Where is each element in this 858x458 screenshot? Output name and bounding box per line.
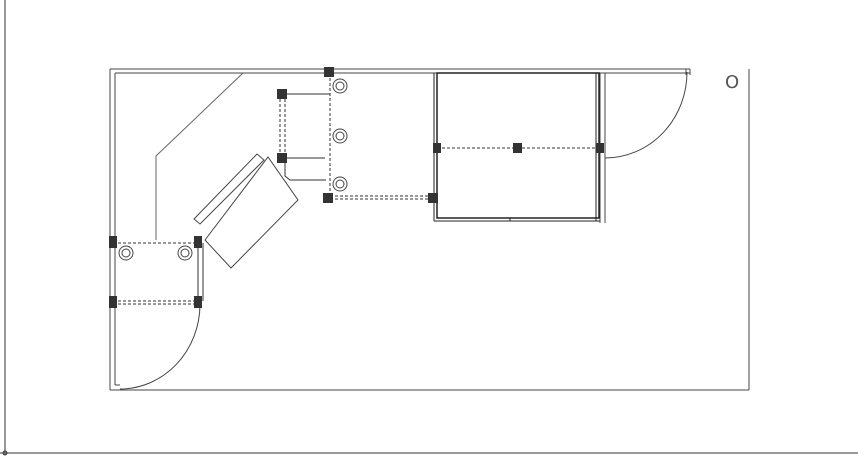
angled-counter-main	[204, 156, 299, 269]
connector-node-icon	[513, 143, 522, 153]
outlet-icon	[332, 176, 348, 192]
left-door	[119, 300, 201, 390]
connector-node-icon	[194, 296, 202, 308]
connector-node-icon	[323, 193, 333, 203]
connection-lines	[113, 73, 600, 305]
right-door-swing-icon	[604, 71, 688, 159]
outlets	[118, 78, 348, 261]
outlet-icon	[118, 245, 134, 261]
connector-node-icon	[194, 236, 202, 248]
connector-node-icon	[596, 143, 604, 153]
connector-node-icon	[428, 193, 438, 203]
outlet-icon	[332, 78, 348, 94]
wire-lower	[284, 160, 326, 181]
origin-marker	[2, 450, 8, 456]
outlet-icon	[177, 245, 193, 261]
outer-walls	[109, 68, 750, 391]
connector-nodes	[109, 67, 604, 308]
outlet-icon	[332, 128, 348, 144]
angled-counter-strip	[193, 153, 265, 225]
connector-node-icon	[433, 143, 441, 153]
right-door	[599, 69, 688, 223]
connector-node-icon	[324, 67, 334, 77]
left-door-swing-icon	[119, 304, 201, 390]
solid-wiring	[197, 93, 330, 301]
connector-node-icon	[109, 296, 117, 308]
diagonal-partition	[155, 72, 244, 240]
angled-counter	[193, 153, 299, 269]
corner-label: O	[725, 72, 739, 93]
connector-node-icon	[277, 89, 287, 99]
connector-node-icon	[277, 153, 287, 163]
connector-node-icon	[109, 236, 117, 248]
